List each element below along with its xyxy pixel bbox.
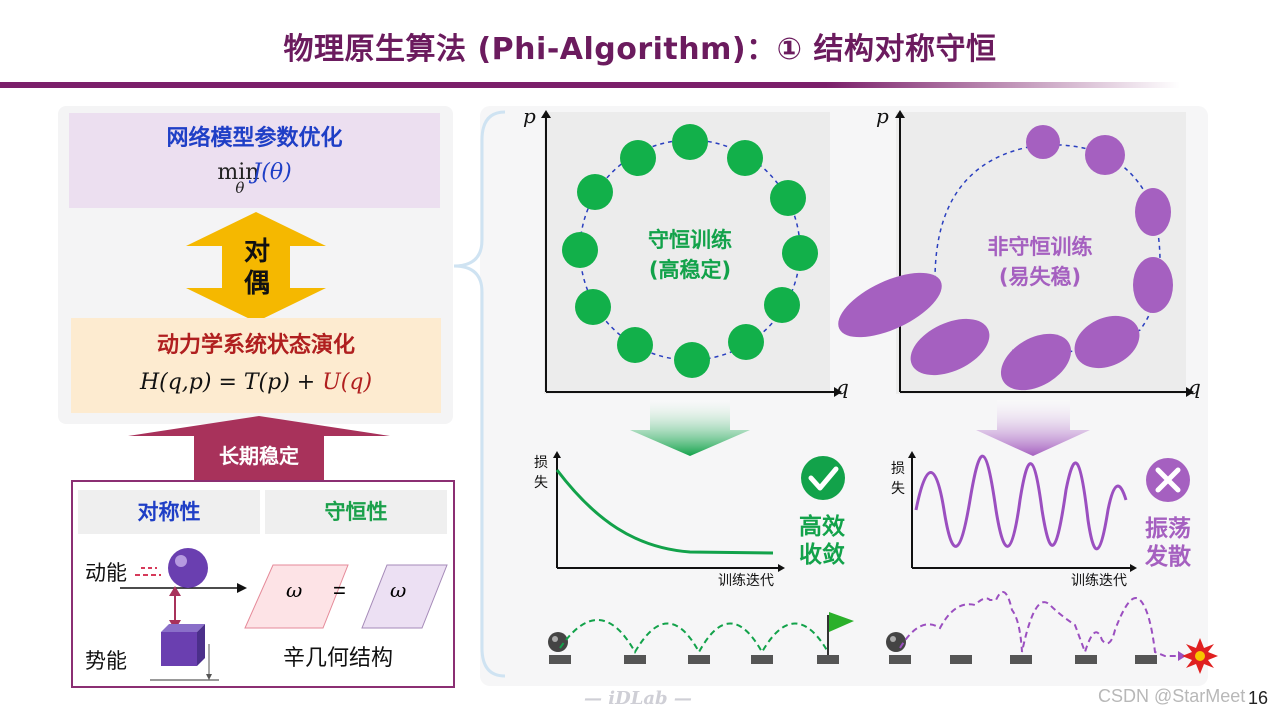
- nonconservative-down-arrow: [976, 400, 1090, 456]
- convergence-verdict-line1: 高效: [799, 514, 845, 540]
- nonconservative-training-title: 非守恒训练: [987, 235, 1093, 259]
- conservative-iteration-axis-label: 训练迭代: [718, 572, 774, 588]
- cube-icon: [161, 624, 205, 632]
- dynamics-box: [71, 318, 441, 413]
- hamiltonian-formula: H(q,p) = T(p) + U(q): [71, 370, 441, 395]
- energy-symplectic-illustration: [120, 548, 448, 681]
- divergence-verdict: 振荡 发散: [1138, 515, 1198, 571]
- convergence-verdict-line2: 收敛: [799, 542, 845, 568]
- nonconservative-q-axis-label: q: [1188, 375, 1201, 399]
- stable-bounce-track: [548, 612, 854, 664]
- conservative-p-axis-label: p: [523, 104, 536, 128]
- oscillating-loss-curve: [914, 454, 1128, 551]
- omega-left: ω: [286, 578, 303, 602]
- long-term-stability-arrow: [128, 416, 390, 482]
- nonconservative-loss-axis-label: 损失: [891, 460, 905, 496]
- duality-double-arrow: [186, 212, 326, 322]
- min-operator: min: [217, 160, 260, 185]
- ball-icon: [168, 548, 208, 588]
- kinetic-energy-label: 动能: [85, 562, 127, 585]
- hamiltonian-lhs: H(q,p) = T(p) +: [139, 370, 323, 395]
- symplectic-area-right: [361, 564, 448, 629]
- page-title: 物理原生算法 (Phi-Algorithm)：① 结构对称守恒: [283, 32, 997, 67]
- optimization-title: 网络模型参数优化: [166, 126, 343, 151]
- title-underline: [0, 82, 1180, 88]
- conservative-loss-axis-label: 损失: [534, 454, 548, 490]
- unstable-bounce-track: [886, 591, 1218, 674]
- divergence-verdict-line1: 振荡: [1145, 516, 1191, 542]
- nonconservative-training-subtitle: (易失稳): [998, 265, 1082, 289]
- potential-term: U(q): [322, 370, 373, 395]
- optimization-formula: minθ J(θ): [69, 160, 440, 197]
- training-comparison-illustration: [453, 110, 1218, 678]
- conservative-training-label: 守恒训练 (高稳定): [630, 225, 750, 285]
- objective-function: J(θ): [252, 160, 292, 185]
- ball-icon: [886, 632, 906, 652]
- conservative-q-axis-label: q: [836, 375, 849, 399]
- grouping-brace: [453, 110, 506, 678]
- page-number: 16: [1248, 688, 1269, 708]
- nonconservative-p-axis-label: p: [876, 104, 889, 128]
- potential-energy-label: 势能: [85, 650, 127, 673]
- long-term-stability-label: 长期稳定: [219, 444, 299, 468]
- nonconservative-states: [838, 125, 1173, 391]
- lab-logo: — iDLab —: [584, 688, 692, 709]
- duality-label: 对偶: [243, 237, 270, 299]
- conservative-states: [562, 124, 818, 378]
- divergence-verdict-line2: 发散: [1145, 544, 1191, 570]
- conservative-training-subtitle: (高稳定): [648, 258, 732, 282]
- omega-right: ω: [390, 578, 407, 602]
- conservation-heading: 守恒性: [265, 490, 447, 534]
- convergence-verdict: 高效 收敛: [792, 513, 852, 569]
- symplectic-structure-label: 辛几何结构: [283, 645, 394, 670]
- converging-loss-curve: [555, 469, 774, 555]
- symmetry-heading: 对称性: [78, 490, 260, 534]
- nonconservative-iteration-axis-label: 训练迭代: [1071, 572, 1127, 588]
- optimization-box: [69, 113, 440, 208]
- conservative-training-title: 守恒训练: [648, 228, 732, 252]
- nonconservative-training-label: 非守恒训练 (易失稳): [975, 232, 1105, 292]
- watermark: CSDN @StarMeet: [1098, 686, 1246, 706]
- equals-sign: =: [333, 578, 346, 603]
- ball-icon: [548, 632, 568, 652]
- min-subscript: θ: [235, 179, 245, 197]
- symplectic-area-left: [244, 564, 349, 629]
- check-icon: [801, 456, 845, 500]
- dynamics-title: 动力学系统状态演化: [156, 333, 355, 358]
- conservative-down-arrow: [630, 400, 750, 456]
